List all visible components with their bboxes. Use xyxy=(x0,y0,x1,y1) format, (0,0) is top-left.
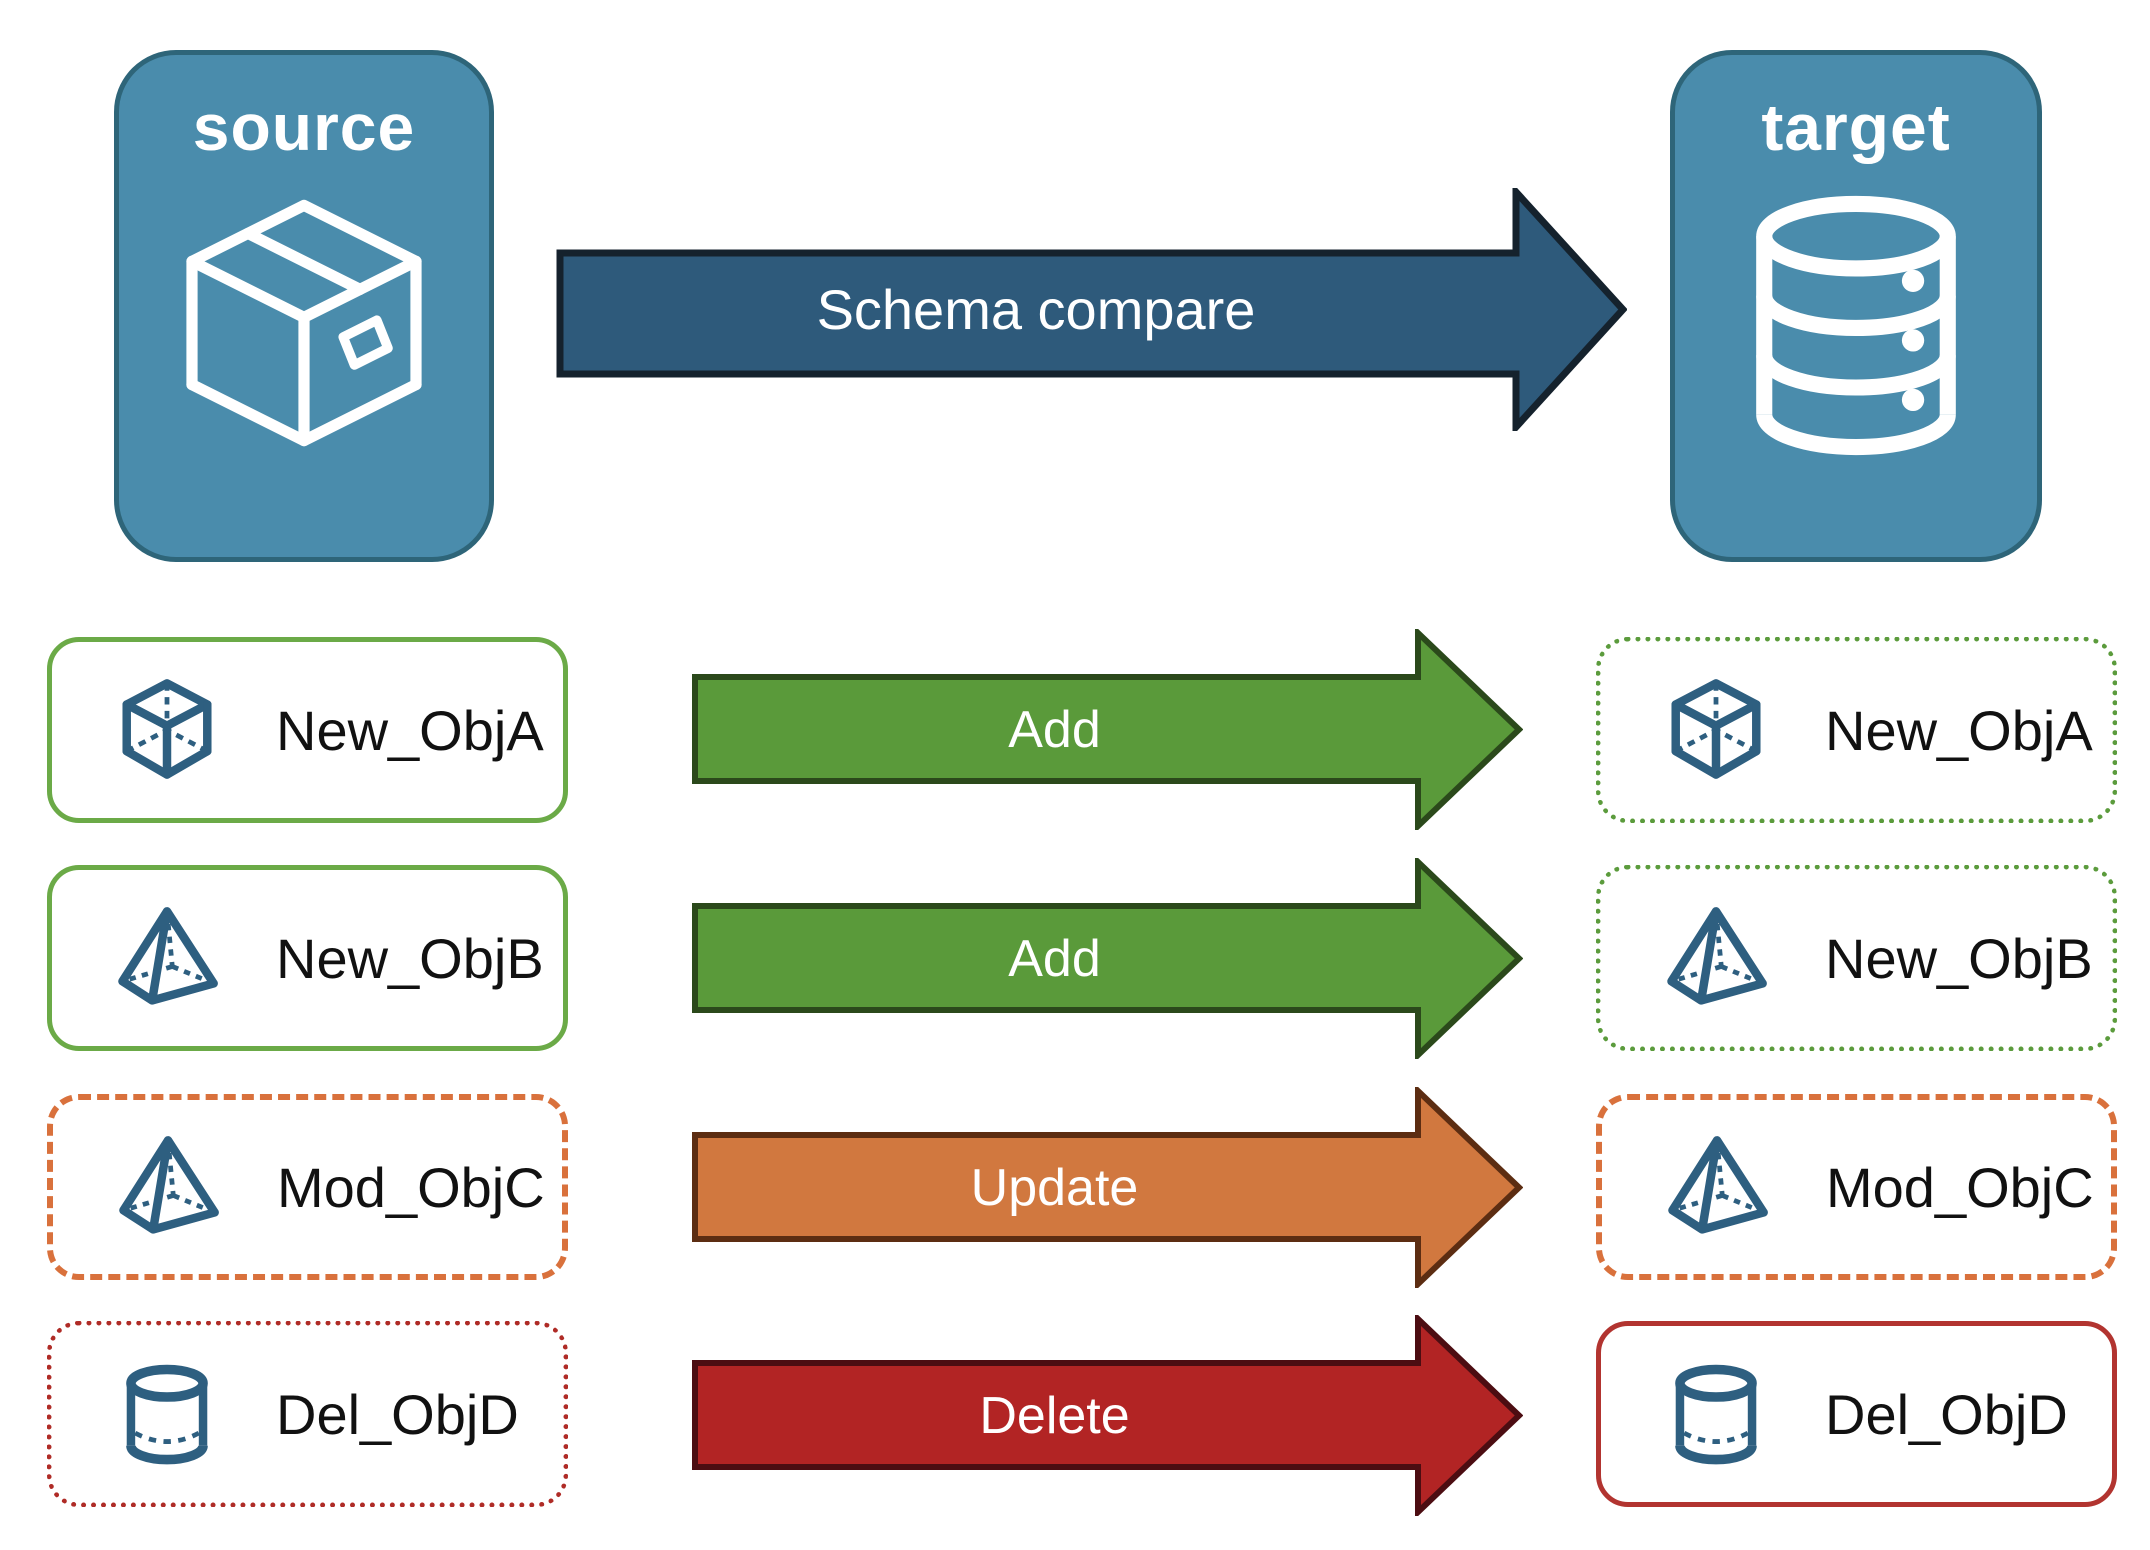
pyramid-icon xyxy=(1663,905,1769,1011)
flow-arrow-add: Add xyxy=(691,629,1523,830)
source-node-label: source xyxy=(192,90,416,164)
source-node: source xyxy=(114,50,494,562)
cylinder-icon xyxy=(114,1361,220,1467)
pyramid-icon xyxy=(115,1134,221,1240)
flow-arrow-add: Add xyxy=(691,858,1523,1059)
arrow-label: Add xyxy=(1008,700,1101,759)
target-node: target xyxy=(1670,50,2042,562)
object-label: Del_ObjD xyxy=(276,1382,519,1446)
target-node-label: target xyxy=(1761,90,1951,164)
object-label: New_ObjA xyxy=(276,698,544,762)
source-object-card: Mod_ObjC xyxy=(47,1094,568,1280)
schema-compare-arrow: Schema compare xyxy=(556,188,1627,431)
object-label: Del_ObjD xyxy=(1825,1382,2068,1446)
flow-arrow-update: Update xyxy=(691,1087,1523,1288)
flow-arrow-delete: Delete xyxy=(691,1315,1523,1516)
arrow-label: Update xyxy=(970,1158,1139,1217)
target-object-card: New_ObjA xyxy=(1596,637,2117,823)
object-label: Mod_ObjC xyxy=(277,1155,545,1219)
cylinder-icon xyxy=(1663,1361,1769,1467)
target-object-card: New_ObjB xyxy=(1596,865,2117,1051)
pyramid-icon xyxy=(1664,1134,1770,1240)
package-icon xyxy=(186,199,422,447)
object-label: New_ObjB xyxy=(276,926,544,990)
arrow-label: Delete xyxy=(979,1386,1130,1445)
source-object-card: Del_ObjD xyxy=(47,1321,568,1507)
arrow-label: Add xyxy=(1008,929,1101,988)
pyramid-icon xyxy=(114,905,220,1011)
object-label: New_ObjB xyxy=(1825,926,2093,990)
cube-icon xyxy=(114,677,220,783)
target-object-card: Del_ObjD xyxy=(1596,1321,2117,1507)
schema-arrow-label: Schema compare xyxy=(816,278,1256,341)
cube-icon xyxy=(1663,677,1769,783)
source-object-card: New_ObjB xyxy=(47,865,568,1051)
source-object-card: New_ObjA xyxy=(47,637,568,823)
database-icon xyxy=(1756,195,1956,456)
object-label: Mod_ObjC xyxy=(1826,1155,2094,1219)
target-object-card: Mod_ObjC xyxy=(1596,1094,2117,1280)
object-label: New_ObjA xyxy=(1825,698,2093,762)
